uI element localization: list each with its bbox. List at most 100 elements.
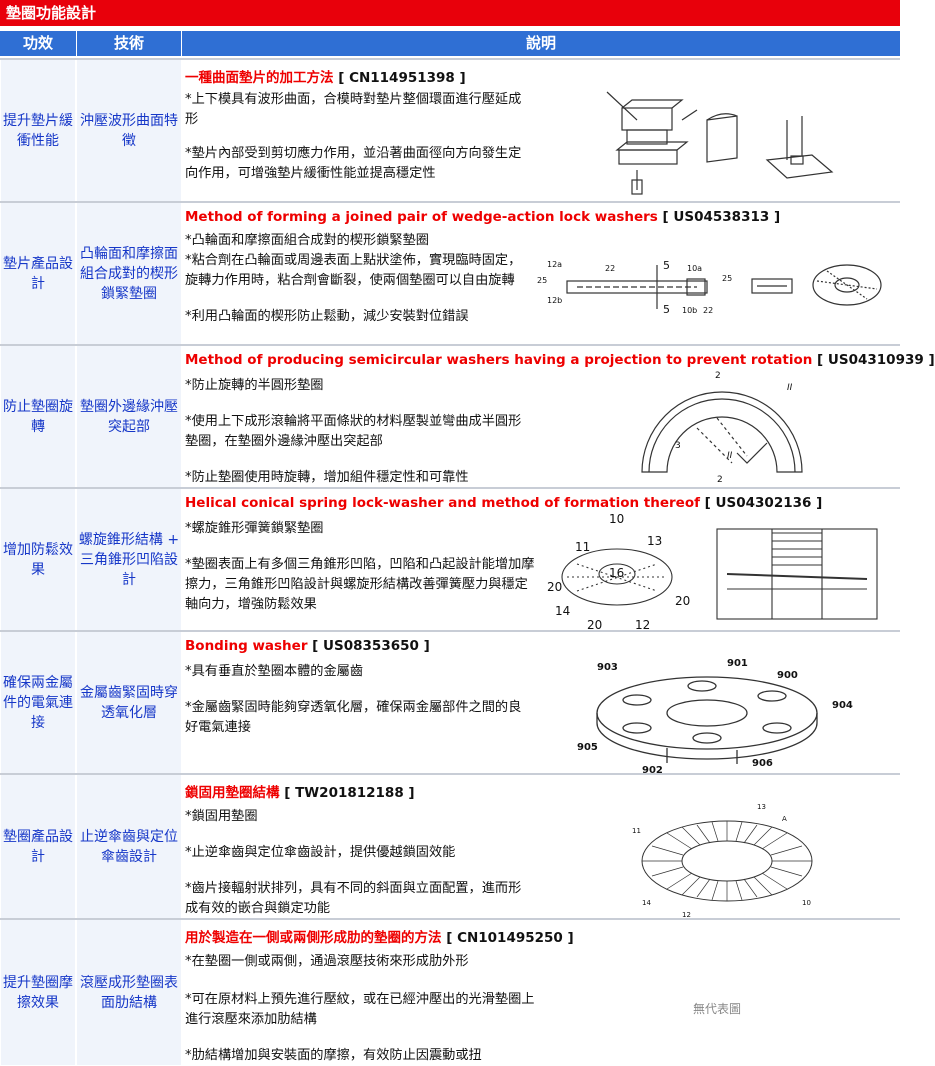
description-paragraph: *粘合劑在凸輪面或周邊表面上點狀塗佈，實現臨時固定，旋轉力作用時，粘合劑會斷裂，… bbox=[185, 253, 522, 288]
patent-figure: 13 A 11 14 12 10 bbox=[632, 801, 822, 919]
figure-label: 12a bbox=[547, 260, 562, 269]
figure-label: 12 bbox=[682, 911, 691, 919]
figure-label: 20 bbox=[587, 618, 602, 632]
figure-label: 25 bbox=[722, 274, 732, 283]
effect-cell: 增加防鬆效果 bbox=[1, 489, 75, 630]
figure-label: 20 bbox=[675, 594, 690, 608]
description-cell: 鎖固用墊圈結構 [ TW201812188 ] *鎖固用墊圈 *止逆傘齒與定位傘… bbox=[182, 775, 899, 919]
figure-label: 11 bbox=[575, 540, 590, 554]
patent-figure bbox=[597, 80, 857, 200]
page-title: 墊圈功能設計 bbox=[0, 0, 900, 26]
header-effect: 功效 bbox=[0, 31, 76, 56]
figure-label: 906 bbox=[752, 758, 773, 769]
patent-title: Helical conical spring lock-washer and m… bbox=[185, 495, 823, 511]
table-row: 提升墊片緩衝性能 沖壓波形曲面特徵 一種曲面墊片的加工方法 [ CN114951… bbox=[0, 58, 900, 201]
table-row: 增加防鬆效果 螺旋錐形結構 + 三角錐形凹陷設計 Helical conical… bbox=[0, 487, 900, 632]
patent-title: 用於製造在一側或兩側形成肋的墊圈的方法 [ CN101495250 ] bbox=[185, 930, 574, 946]
figure-label: 904 bbox=[832, 700, 853, 711]
effect-cell: 確保兩金屬件的電氣連接 bbox=[1, 632, 75, 773]
effect-cell: 提升墊圈摩擦效果 bbox=[1, 920, 75, 1065]
description-paragraph: *金屬齒緊固時能夠穿透氧化層，確保兩金屬部件之間的良好電氣連接 bbox=[185, 700, 522, 735]
description-cell: Helical conical spring lock-washer and m… bbox=[182, 489, 899, 632]
figure-label: 14 bbox=[642, 899, 651, 907]
figure-label: 2 bbox=[715, 371, 721, 381]
figure-label: 5 bbox=[663, 303, 670, 316]
technology-cell: 螺旋錐形結構 + 三角錐形凹陷設計 bbox=[77, 489, 181, 630]
description-paragraph: *上下模具有波形曲面，合模時對墊片整個環面進行壓延成形 bbox=[185, 92, 522, 127]
patent-title: Bonding washer [ US08353650 ] bbox=[185, 638, 430, 654]
description-paragraph: *具有垂直於墊圈本體的金屬齒 bbox=[185, 664, 364, 679]
technology-cell: 沖壓波形曲面特徵 bbox=[77, 60, 181, 201]
description-paragraph: *螺旋錐形彈簧鎖緊墊圈 bbox=[185, 521, 324, 536]
figure-label: 13 bbox=[757, 803, 766, 811]
figure-label: 12b bbox=[547, 296, 562, 305]
table-row: 墊圈產品設計 止逆傘齒與定位傘齒設計 鎖固用墊圈結構 [ TW201812188… bbox=[0, 773, 900, 919]
technology-cell: 凸輪面和摩擦面組合成對的楔形鎖緊墊圈 bbox=[77, 203, 181, 344]
figure-label: 3 bbox=[675, 441, 681, 451]
figure-label: II bbox=[727, 451, 733, 461]
patent-title: 鎖固用墊圈結構 [ TW201812188 ] bbox=[185, 785, 415, 801]
figure-label: 903 bbox=[597, 662, 618, 673]
effect-cell: 墊片產品設計 bbox=[1, 203, 75, 344]
description-cell: Method of producing semicircular washers… bbox=[182, 346, 935, 487]
technology-cell: 止逆傘齒與定位傘齒設計 bbox=[77, 775, 181, 918]
figure-label: 10 bbox=[802, 899, 811, 907]
description-paragraph: *利用凸輪面的楔形防止鬆動，減少安裝對位錯誤 bbox=[185, 309, 469, 324]
figure-label: 901 bbox=[727, 658, 748, 669]
patent-figure: 2 3 2 II II bbox=[637, 368, 817, 485]
technology-cell: 滾壓成形墊圈表面肋結構 bbox=[77, 920, 181, 1065]
figure-label: 14 bbox=[555, 604, 570, 618]
description-paragraph: *肋結構增加與安裝面的摩擦，有效防止因震動或扭 bbox=[185, 1048, 482, 1063]
header-description: 說明 bbox=[182, 31, 900, 56]
description-paragraph: *使用上下成形滾輪將平面條狀的材料壓製並彎曲成半圓形墊圈，在墊圈外邊緣沖壓出突起… bbox=[185, 414, 522, 449]
description-paragraph: *在墊圈一側或兩側，通過滾壓技術來形成肋外形 bbox=[185, 954, 469, 969]
technology-cell: 墊圈外邊緣沖壓突起部 bbox=[77, 346, 181, 487]
figure-label: 900 bbox=[777, 670, 798, 681]
description-paragraph: *墊片內部受到剪切應力作用，並沿著曲面徑向方向發生定向作用，可增強墊片緩衝性能並… bbox=[185, 146, 522, 181]
figure-label: 25 bbox=[537, 276, 547, 285]
no-image-note: 無代表圖 bbox=[693, 1002, 742, 1016]
figure-label: 22 bbox=[605, 264, 615, 273]
figure-label: II bbox=[787, 383, 793, 393]
figure-label: 11 bbox=[632, 827, 641, 835]
figure-label: 905 bbox=[577, 742, 598, 753]
patent-figure: 903 901 900 904 905 902 906 bbox=[577, 658, 867, 776]
table-row: 提升墊圈摩擦效果 滾壓成形墊圈表面肋結構 用於製造在一側或兩側形成肋的墊圈的方法… bbox=[0, 918, 900, 1065]
patent-figure: 10 11 13 16 20 14 20 12 20 bbox=[547, 512, 892, 632]
technology-cell: 金屬齒緊固時穿透氧化層 bbox=[77, 632, 181, 773]
description-paragraph: *鎖固用墊圈 bbox=[185, 809, 258, 824]
patent-title: 一種曲面墊片的加工方法 [ CN114951398 ] bbox=[185, 70, 466, 86]
description-paragraph: *可在原材料上預先進行壓紋，或在已經沖壓出的光滑墊圈上進行滾壓來添加肋結構 bbox=[185, 992, 535, 1027]
figure-label: 13 bbox=[647, 534, 662, 548]
description-paragraph: *止逆傘齒與定位傘齒設計，提供優越鎖固效能 bbox=[185, 845, 456, 860]
header-technology: 技術 bbox=[77, 31, 181, 56]
description-paragraph: *齒片接輻射狀排列，具有不同的斜面與立面配置，進而形成有效的嵌合與鎖定功能 bbox=[185, 881, 522, 916]
figure-label: A bbox=[782, 815, 787, 823]
description-paragraph: *凸輪面和摩擦面組合成對的楔形鎖緊墊圈 bbox=[185, 233, 429, 248]
figure-label: 5 bbox=[663, 259, 670, 272]
figure-label: 22 bbox=[703, 306, 713, 315]
description-cell: 用於製造在一側或兩側形成肋的墊圈的方法 [ CN101495250 ] *在墊圈… bbox=[182, 920, 899, 1065]
figure-label: 10a bbox=[687, 264, 702, 273]
figure-label: 10 bbox=[609, 512, 624, 526]
description-cell: Method of forming a joined pair of wedge… bbox=[182, 203, 899, 344]
table-row: 防止墊圈旋轉 墊圈外邊緣沖壓突起部 Method of producing se… bbox=[0, 344, 935, 487]
patent-title: Method of producing semicircular washers… bbox=[185, 352, 935, 368]
effect-cell: 防止墊圈旋轉 bbox=[1, 346, 75, 487]
patent-figure: 12a 22 5 10a 25 12b 5 10b 22 25 bbox=[537, 251, 892, 321]
description-paragraph: *防止旋轉的半圓形墊圈 bbox=[185, 378, 324, 393]
figure-label: 2 bbox=[717, 475, 723, 485]
figure-label: 16 bbox=[609, 566, 624, 580]
effect-cell: 提升墊片緩衝性能 bbox=[1, 60, 75, 201]
description-paragraph: *墊圈表面上有多個三角錐形凹陷，凹陷和凸起設計能增加摩擦力，三角錐形凹陷設計與螺… bbox=[185, 557, 535, 612]
description-paragraph: *防止墊圈使用時旋轉，增加組件穩定性和可靠性 bbox=[185, 470, 469, 485]
figure-label: 902 bbox=[642, 765, 663, 776]
figure-label: 20 bbox=[547, 580, 562, 594]
description-cell: 一種曲面墊片的加工方法 [ CN114951398 ] *上下模具有波形曲面，合… bbox=[182, 60, 899, 201]
figure-label: 10b bbox=[682, 306, 697, 315]
table-row: 確保兩金屬件的電氣連接 金屬齒緊固時穿透氧化層 Bonding washer [… bbox=[0, 630, 900, 776]
table-row: 墊片產品設計 凸輪面和摩擦面組合成對的楔形鎖緊墊圈 Method of form… bbox=[0, 201, 900, 344]
description-cell: Bonding washer [ US08353650 ] *具有垂直於墊圈本體… bbox=[182, 632, 899, 776]
effect-cell: 墊圈產品設計 bbox=[1, 775, 75, 918]
figure-label: 12 bbox=[635, 618, 650, 632]
